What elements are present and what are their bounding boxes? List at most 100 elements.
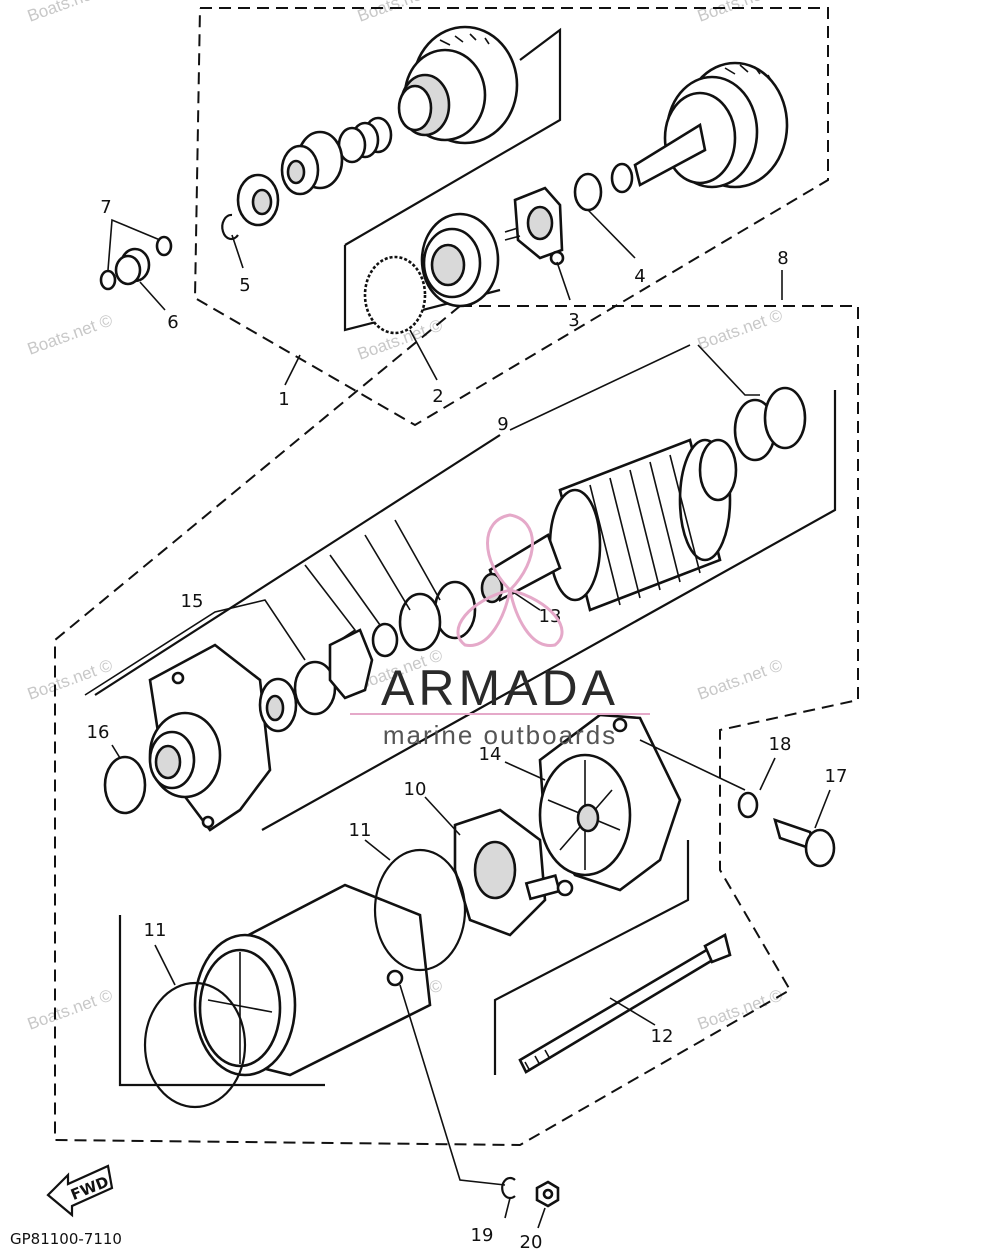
rear-cover <box>538 713 682 892</box>
callout-2: 2 <box>432 386 443 407</box>
front-bearing-inner <box>265 694 285 722</box>
washer-18 <box>737 791 759 819</box>
group-8-boundary <box>54 305 859 1147</box>
leader-brush-spring <box>304 564 357 641</box>
fwd-arrow-icon <box>46 1164 114 1218</box>
leader-20 <box>537 1207 546 1229</box>
brand-name: ARMADA <box>381 660 619 716</box>
callout-labels: 1 2 3 4 5 6 7 8 9 10 11 11 12 13 14 15 1… <box>87 197 848 1253</box>
leader-brush-spring-c <box>364 534 411 611</box>
leader-16 <box>111 744 121 759</box>
callout-10: 10 <box>404 779 427 800</box>
leader-brush-spring-b <box>329 554 381 626</box>
callout-3: 3 <box>568 310 579 331</box>
leader-6 <box>139 281 166 311</box>
logo-mark-icon <box>486 513 534 593</box>
gasket-11a <box>143 981 247 1109</box>
callout-5: 5 <box>239 275 250 296</box>
leader-14 <box>504 761 546 781</box>
o-ring-16 <box>103 755 147 815</box>
leader-18 <box>759 757 776 791</box>
washer-mid <box>398 592 442 652</box>
washer-small <box>371 622 399 658</box>
gasket-11b <box>373 848 467 972</box>
callout-16: 16 <box>87 722 110 743</box>
leader-7 <box>107 218 161 271</box>
logo-mark-icon <box>456 587 512 647</box>
watermark-text: Boats.net © <box>695 985 786 1033</box>
drive-collar <box>280 130 344 196</box>
bearing-housing <box>420 212 500 308</box>
diagram-code: GP81100-7110 <box>10 1230 122 1248</box>
bracket-rear <box>493 840 690 1075</box>
callout-7: 7 <box>100 197 111 218</box>
bolt-17 <box>773 817 836 868</box>
leader-11a <box>154 944 176 986</box>
callout-1: 1 <box>278 389 289 410</box>
watermark-text: Boats.net © <box>695 655 786 703</box>
yoke <box>193 883 432 1077</box>
leader-12 <box>609 997 656 1026</box>
fwd-indicator: FWD <box>46 1164 114 1218</box>
watermark-text: Boats.net © <box>695 305 786 353</box>
logo-mark-icon <box>508 587 564 647</box>
leader-4 <box>587 209 636 259</box>
leader-9b <box>697 344 760 396</box>
callout-4: 4 <box>634 266 645 287</box>
leader-13 <box>509 589 541 611</box>
armature <box>480 438 738 612</box>
callout-17: 17 <box>825 766 848 787</box>
front-cover <box>148 643 272 832</box>
bracket-9-right <box>261 390 837 831</box>
leader-10 <box>424 796 461 836</box>
leader-18-line <box>639 739 746 791</box>
callout-9: 9 <box>497 414 508 435</box>
watermark-text: Boats.net © <box>25 310 116 358</box>
watermark-text: Boats.net © <box>25 0 116 26</box>
leader-1 <box>284 354 301 386</box>
through-bolt-12 <box>518 933 732 1074</box>
bracket-upper <box>344 27 562 246</box>
snap-ring-4 <box>573 172 603 212</box>
callout-20: 20 <box>520 1232 543 1253</box>
callout-8: 8 <box>777 248 788 269</box>
drive-spring <box>337 116 393 164</box>
leader-15 <box>84 599 306 696</box>
callout-18: 18 <box>769 734 792 755</box>
needle-ring-2 <box>363 255 427 335</box>
watermark-text: Boats.net © <box>355 0 446 26</box>
watermark-text: Boats.net © <box>25 985 116 1033</box>
brand-tagline: marine outboards <box>383 720 617 750</box>
leader-3 <box>556 261 571 301</box>
leader-11b <box>364 839 391 861</box>
retainer-3 <box>504 186 565 266</box>
leader-9 <box>509 344 691 431</box>
pinion-drive <box>397 25 519 145</box>
circlip-5 <box>221 213 239 240</box>
watermark-text: Boats.net © <box>25 655 116 703</box>
callout-6: 6 <box>167 312 178 333</box>
callout-11-upper: 11 <box>349 820 372 841</box>
nut-20 <box>535 1180 560 1208</box>
bracket-9-top <box>94 434 501 696</box>
leader-19 <box>504 1197 511 1219</box>
leader-5 <box>231 234 244 269</box>
watermark-text: Boats.net © <box>695 0 786 26</box>
brush-plate <box>328 628 374 700</box>
washer-19 <box>501 1176 516 1200</box>
leader-19-line <box>399 984 506 1186</box>
gear-shaft <box>610 61 789 194</box>
drive-washer <box>236 173 280 227</box>
callout-14: 14 <box>479 744 502 765</box>
callout-11-lower: 11 <box>144 920 167 941</box>
callout-19: 19 <box>471 1225 494 1246</box>
washer-top-b <box>763 386 807 450</box>
leader-2 <box>409 329 438 381</box>
callout-13: 13 <box>539 606 562 627</box>
bracket-yoke <box>118 915 325 1087</box>
spring-6-and-washers-7 <box>99 235 173 291</box>
armada-logo: ARMADA marine outboards <box>350 513 650 750</box>
group-1-boundary <box>193 7 829 427</box>
